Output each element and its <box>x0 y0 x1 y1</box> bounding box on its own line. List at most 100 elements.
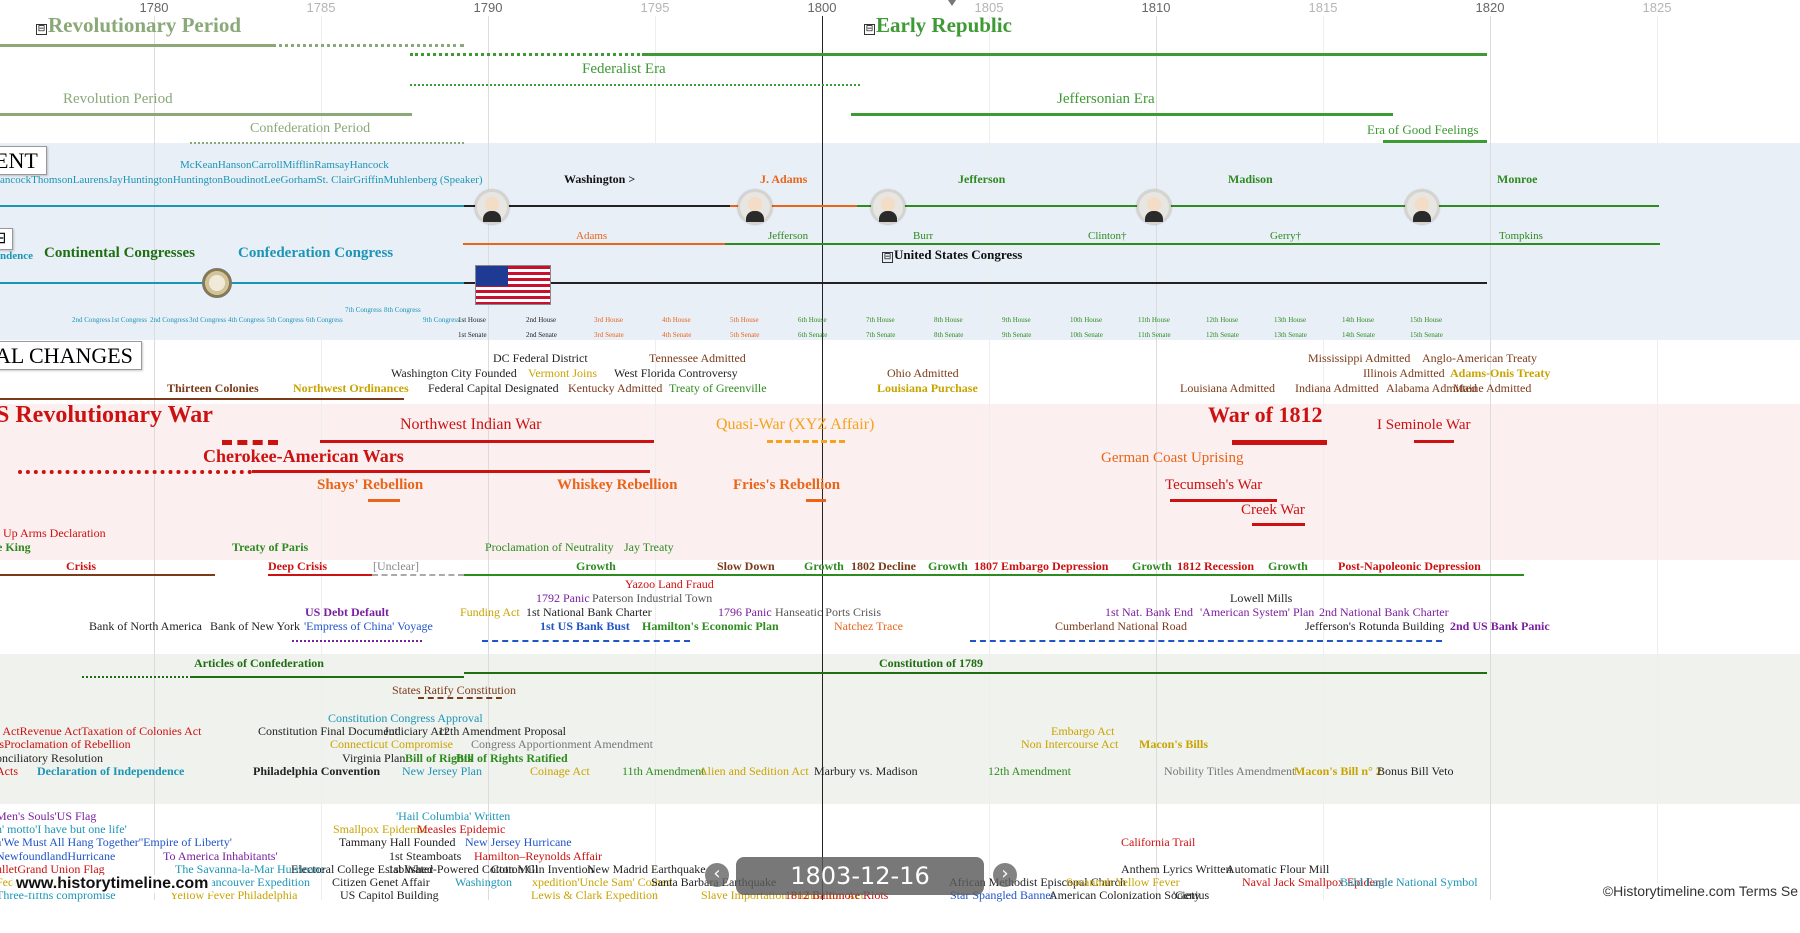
const-ratify[interactable]: States Ratify Constitution <box>392 683 517 697</box>
congress-house-label[interactable]: 11th House <box>1138 316 1170 324</box>
culture-item[interactable]: To America Inhabitants' <box>163 848 278 863</box>
section-territorial[interactable]: AL CHANGES <box>0 341 142 370</box>
culture-item[interactable]: Lewis & Clark Expedition <box>531 888 658 903</box>
culture-item[interactable]: ulletGrand Union Flag <box>0 861 105 876</box>
econ-deep-crisis[interactable]: Deep Crisis <box>268 559 327 573</box>
econ-panic-1792[interactable]: 1792 Panic <box>536 591 590 605</box>
congress-house-label[interactable]: 3rd House <box>594 316 623 324</box>
war-german-coast[interactable]: German Coast Uprising <box>1101 450 1244 466</box>
congress-house-label[interactable]: 9th House <box>1002 316 1031 324</box>
congress-house-label[interactable]: 6th House <box>798 316 827 324</box>
vp-tompkins[interactable]: Tompkins <box>1499 230 1543 242</box>
culture-item[interactable]: 1st Water-Powered Cotton Mill <box>388 861 539 876</box>
section-government[interactable]: ENT <box>0 146 47 175</box>
congress-house-label[interactable]: 15th House <box>1410 316 1443 324</box>
econ-recession-1812[interactable]: 1812 Recession <box>1177 559 1254 573</box>
law-item[interactable]: Macon's Bills <box>1139 737 1209 752</box>
econ-growth-2[interactable]: Growth <box>804 559 844 573</box>
period-confederation[interactable]: Confederation Period <box>250 121 371 136</box>
law-item[interactable]: New Jersey Plan <box>402 763 482 778</box>
foreign-jay[interactable]: Jay Treaty <box>624 540 674 554</box>
econ-decline-1802[interactable]: 1802 Decline <box>851 559 916 573</box>
const-1789[interactable]: Constitution of 1789 <box>879 656 984 670</box>
congress-senate-label[interactable]: 1st Senate <box>458 331 487 339</box>
congress-house-label[interactable]: 8th House <box>934 316 963 324</box>
president-jefferson[interactable]: Jefferson <box>958 172 1006 186</box>
congress-independence[interactable]: ndence <box>0 250 33 262</box>
econ-funding-act[interactable]: Funding Act <box>460 605 520 619</box>
congress-senate-label[interactable]: 3rd Senate <box>594 331 624 339</box>
terr-anglo-american[interactable]: Anglo-American Treaty <box>1422 351 1537 365</box>
congress-continental[interactable]: Continental Congresses <box>44 245 195 261</box>
president-monroe[interactable]: Monroe <box>1497 172 1538 186</box>
vp-jefferson[interactable]: Jefferson <box>768 230 809 242</box>
portrait-adams[interactable] <box>738 190 772 224</box>
congress-house-label[interactable]: 5th Congress <box>267 316 304 324</box>
section-congress-collapsed[interactable]: ⊟ <box>0 228 14 250</box>
law-item[interactable]: Marbury vs. Madison <box>814 763 918 778</box>
culture-item[interactable]: Savannah Yellow Fever <box>1066 875 1180 889</box>
terr-mississippi[interactable]: Mississippi Admitted <box>1308 351 1411 365</box>
econ-american-system[interactable]: 'American System' Plan <box>1200 605 1315 619</box>
prev-date-button[interactable]: ‹ <box>705 863 729 887</box>
law-item[interactable]: Congress Apportionment Amendment <box>471 737 653 752</box>
period-jeffersonian-era[interactable]: Jeffersonian Era <box>1057 91 1155 107</box>
congress-us[interactable]: United States Congress <box>894 247 1023 262</box>
vp-burr[interactable]: Burr <box>913 230 934 242</box>
culture-item[interactable]: Washington <box>455 875 513 889</box>
law-item[interactable]: Embargo Act <box>1051 724 1115 739</box>
econ-first-bank-end[interactable]: 1st Nat. Bank End <box>1105 605 1193 619</box>
congress-house-label[interactable]: 2nd House <box>526 316 557 324</box>
congress-house-label[interactable]: 4th Congress <box>228 316 265 324</box>
vp-adams[interactable]: Adams <box>576 230 608 242</box>
law-item[interactable]: Virginia Plan <box>342 750 406 765</box>
period-revolution[interactable]: Revolution Period <box>63 91 173 107</box>
current-date-display[interactable]: 1803-12-16 00:00:00 <box>736 857 984 928</box>
war-whiskey[interactable]: Whiskey Rebellion <box>557 477 678 493</box>
culture-item[interactable]: a'We Must All Hang Together''Empire of L… <box>0 835 232 850</box>
next-date-button[interactable]: › <box>993 863 1017 887</box>
congress-house-label[interactable]: 14th House <box>1342 316 1375 324</box>
foreign-neutrality[interactable]: Proclamation of Neutrality <box>485 540 614 554</box>
law-item[interactable]: Non Intercourse Act <box>1021 737 1119 752</box>
culture-item[interactable]: 'Hail Columbia' Written <box>396 809 511 823</box>
congress-house-label[interactable]: 8th Congress <box>384 306 421 314</box>
war-1812[interactable]: War of 1812 <box>1208 402 1323 427</box>
congress-senate-label[interactable]: 8th Senate <box>934 331 964 339</box>
portrait-washington[interactable] <box>475 190 509 224</box>
vp-gerry[interactable]: Gerry† <box>1270 230 1302 242</box>
law-item[interactable]: tsProclamation of Rebellion <box>0 737 131 752</box>
terr-kentucky[interactable]: Kentucky Admitted <box>568 381 663 395</box>
terr-thirteen-colonies[interactable]: Thirteen Colonies <box>167 381 259 395</box>
culture-item[interactable]: Naval Jack Smallpox Epidemic <box>1242 875 1393 889</box>
econ-yazoo[interactable]: Yazoo Land Fraud <box>625 577 714 591</box>
culture-item[interactable]: n' motto'I have but one life' <box>0 822 127 837</box>
congress-senate-label[interactable]: 6th Senate <box>798 331 828 339</box>
econ-unclear[interactable]: [Unclear] <box>373 559 419 573</box>
econ-hanseatic[interactable]: Hanseatic Ports Crisis <box>775 605 881 619</box>
congress-senate-label[interactable]: 15th Senate <box>1410 331 1443 339</box>
econ-us-debt[interactable]: US Debt Default <box>305 605 389 619</box>
congress-house-label[interactable]: 9th Congress <box>423 316 460 324</box>
law-item[interactable]: Bill of Rights Ratified <box>456 750 568 765</box>
terr-federal-capital[interactable]: Federal Capital Designated <box>428 381 559 395</box>
econ-bank-ny[interactable]: Bank of New York <box>210 619 300 633</box>
econ-growth-3[interactable]: Growth <box>928 559 968 573</box>
culture-item[interactable]: New Madrid Earthquake <box>587 861 706 876</box>
econ-embargo-1807[interactable]: 1807 Embargo Depression <box>974 559 1109 573</box>
econ-first-bank-bust[interactable]: 1st US Bank Bust <box>540 619 630 633</box>
collapse-us-congress-icon[interactable]: ⊟ <box>882 252 893 263</box>
congress-house-label[interactable]: 2nd Congress <box>150 316 189 324</box>
president-madison[interactable]: Madison <box>1228 172 1273 186</box>
culture-item[interactable]: The Savanna-la-Mar Hurricane <box>175 861 325 876</box>
period-early-republic[interactable]: Early Republic <box>876 13 1012 37</box>
culture-item[interactable]: NewfoundlandHurricane <box>0 848 116 863</box>
watermark-url[interactable]: www.historytimeline.com <box>12 875 213 893</box>
terr-tennessee[interactable]: Tennessee Admitted <box>649 351 746 365</box>
congress-house-label[interactable]: 13th House <box>1274 316 1307 324</box>
terr-maine[interactable]: Maine Admitted <box>1453 381 1532 395</box>
law-item[interactable]: onciliatory Resolution <box>0 750 103 765</box>
terr-washington-city[interactable]: Washington City Founded <box>391 366 517 380</box>
culture-item[interactable]: Measles Epidemic <box>417 822 506 837</box>
terr-louisiana-admitted[interactable]: Louisiana Admitted <box>1180 381 1275 395</box>
